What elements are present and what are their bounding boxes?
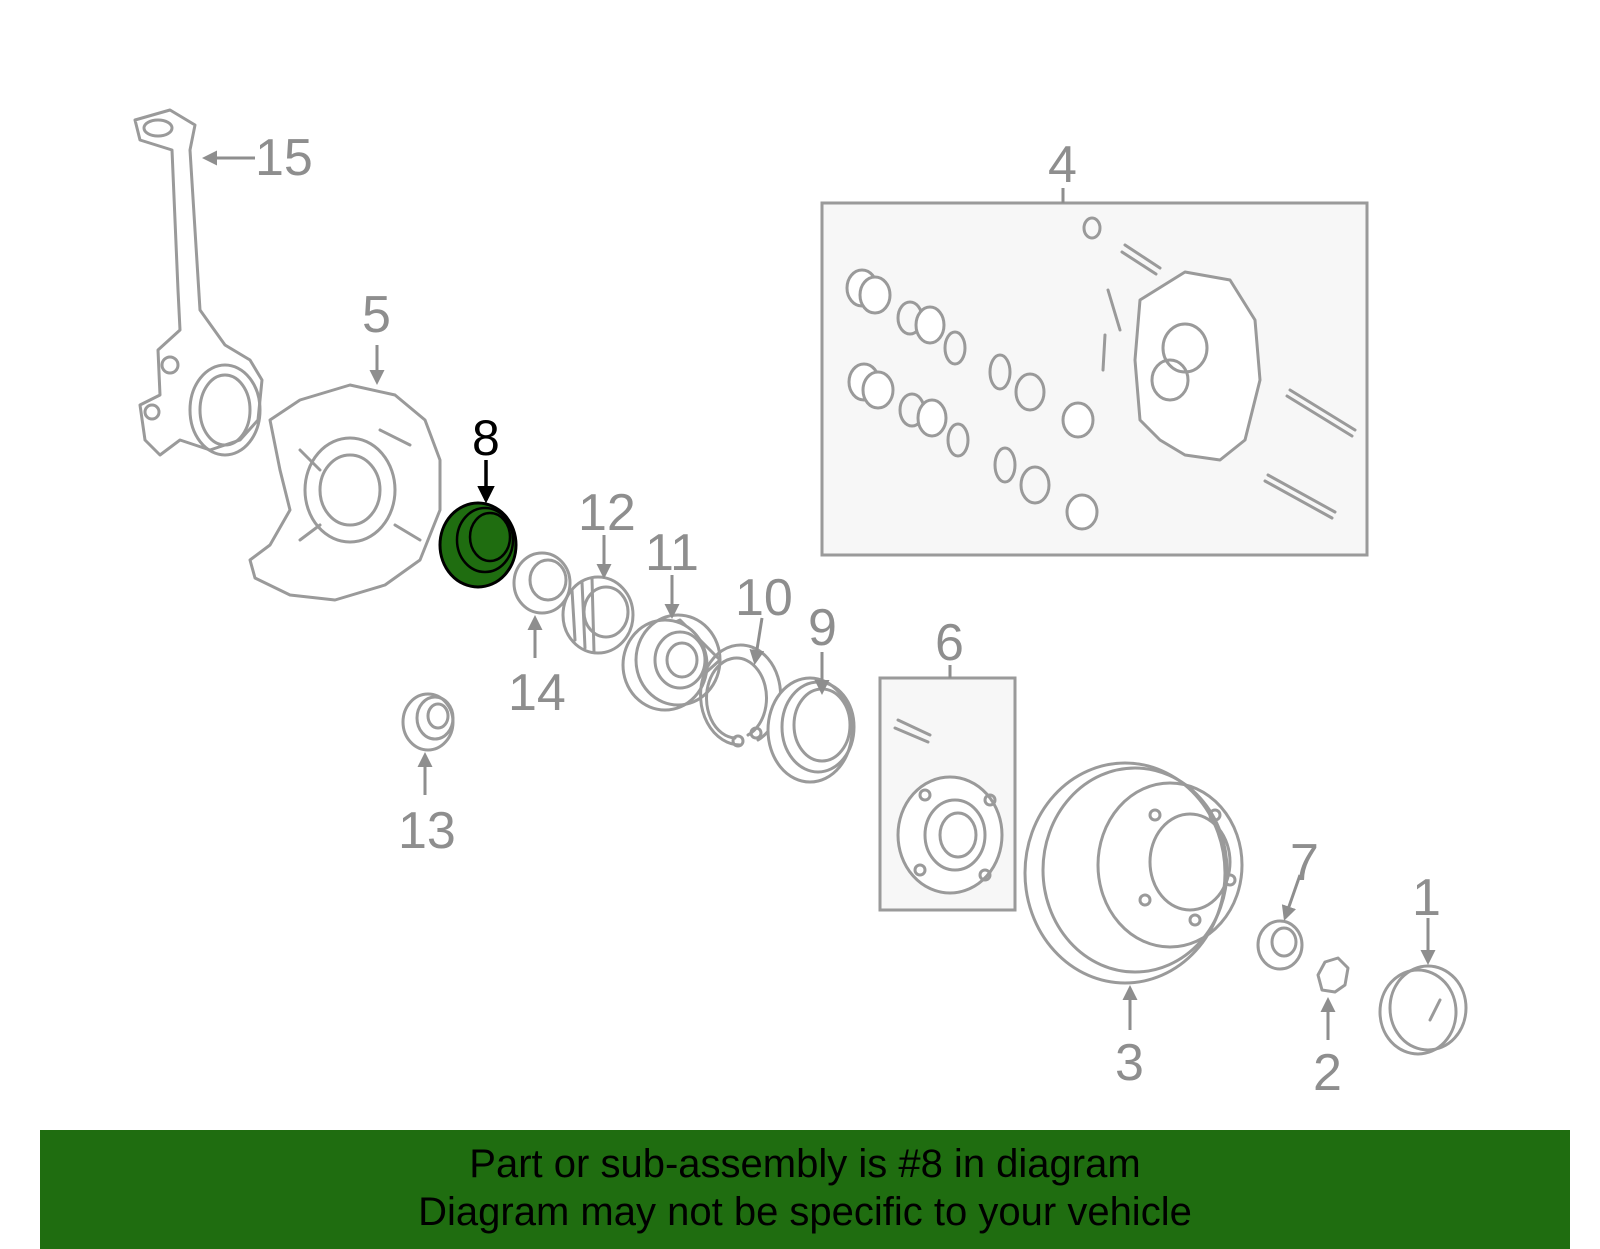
callout-9: 9 — [808, 599, 837, 657]
callout-8-highlighted: 8 — [472, 410, 500, 466]
banner-line-2: Diagram may not be specific to your vehi… — [418, 1190, 1192, 1234]
part-4-caliper-assembly-box[interactable] — [820, 201, 1369, 557]
callout-11: 11 — [645, 524, 699, 582]
callout-7-label: 7 — [1290, 834, 1319, 892]
callout-3-label: 3 — [1115, 1034, 1144, 1092]
banner-line-1: Part or sub-assembly is #8 in diagram — [469, 1142, 1141, 1186]
part-12-inner-bearing[interactable] — [561, 575, 635, 655]
part-13-bushing[interactable] — [401, 692, 455, 752]
info-banner: Part or sub-assembly is #8 in diagram Di… — [40, 1130, 1570, 1249]
callout-15: 15 — [255, 129, 313, 187]
parts-diagram: 15 1 5 8 14 12 11 — [133, 108, 1468, 1102]
callout-12: 12 — [578, 484, 636, 542]
callout-6: 6 — [935, 614, 964, 672]
callout-1-label: 1 — [1412, 869, 1441, 927]
part-8-oil-seal[interactable] — [438, 501, 518, 589]
callout-4: 4 — [1048, 136, 1077, 194]
callout-13: 13 — [398, 802, 456, 860]
part-15-steering-knuckle[interactable] — [133, 108, 264, 457]
part-2-lock-washer[interactable] — [1316, 956, 1350, 994]
caliper-components — [845, 216, 1357, 531]
part-5-dust-shield[interactable] — [248, 383, 442, 602]
part-14-bearing-race[interactable] — [512, 551, 572, 615]
part-3-rotor[interactable] — [1023, 761, 1244, 985]
part-9-seal[interactable] — [766, 676, 856, 784]
callout-2-label: 2 — [1313, 1044, 1342, 1102]
part-7-hub-nut[interactable] — [1256, 919, 1304, 971]
hub-components — [893, 718, 1004, 895]
callout-14: 14 — [508, 664, 566, 722]
callout-10: 10 — [735, 569, 793, 627]
part-1-grease-cap[interactable] — [1378, 964, 1468, 1056]
callout-5-label: 5 — [362, 286, 391, 344]
